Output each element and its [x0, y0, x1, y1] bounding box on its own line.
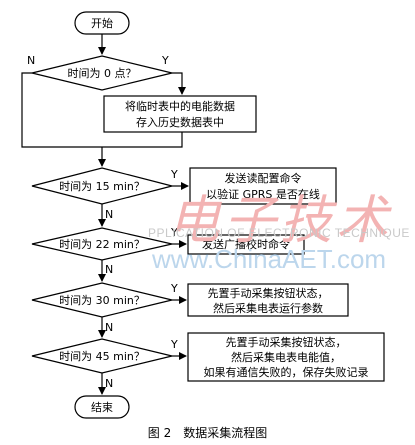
- arrow-d0-yes: [172, 72, 186, 95]
- d15-yes-label: Y: [170, 168, 178, 181]
- d0-no-label: N: [27, 54, 35, 67]
- arrow-p0-merge: [102, 132, 183, 148]
- d15-no-label: N: [105, 208, 113, 221]
- process-0-line2: 存入历史数据表中: [136, 115, 224, 129]
- figure-caption: 图 2 数据采集流程图: [147, 426, 268, 440]
- process-30: [187, 283, 349, 317]
- decision-30-label: 时间为 30 min？: [59, 294, 145, 307]
- decision-0-label: 时间为 0 点？: [68, 67, 137, 80]
- process-0: [103, 95, 257, 133]
- process-45-line1: 先置手动采集按钮状态，: [226, 335, 347, 349]
- d30-yes-label: Y: [170, 282, 178, 295]
- decision-45-label: 时间为 45 min？: [59, 350, 145, 363]
- process-30-line2: 然后采集电表运行参数: [213, 301, 323, 315]
- process-15-line2: 以验证 GPRS 是否在线: [206, 187, 320, 201]
- end-label: 结束: [91, 401, 113, 414]
- d45-no-label: N: [105, 377, 113, 390]
- process-30-line1: 先置手动采集按钮状态，: [208, 286, 329, 300]
- process-45-line2: 然后采集电表电能值，: [231, 350, 341, 364]
- d22-yes-label: Y: [170, 226, 178, 239]
- process-22: [187, 234, 305, 255]
- process-45-line3: 如果有通信失败的，保存失败记录: [204, 365, 369, 379]
- d22-no-label: N: [105, 263, 113, 276]
- decision-0: [31, 55, 173, 91]
- decision-15-label: 时间为 15 min？: [59, 180, 145, 193]
- d0-yes-label: Y: [161, 54, 169, 67]
- end-terminator: [74, 395, 130, 419]
- process-22-label: 发送广播校时命令: [202, 237, 290, 251]
- process-0-line1: 将临时表中的电能数据: [125, 99, 235, 113]
- start-label: 开始: [91, 16, 113, 30]
- process-15-line1: 发送读配置命令: [225, 171, 302, 185]
- d45-yes-label: Y: [170, 338, 178, 351]
- process-15: [189, 167, 337, 205]
- d30-no-label: N: [105, 321, 113, 334]
- decision-22-label: 时间为 22 min？: [59, 238, 145, 251]
- arrow-d0-no: [21, 72, 102, 148]
- process-45: [187, 332, 385, 382]
